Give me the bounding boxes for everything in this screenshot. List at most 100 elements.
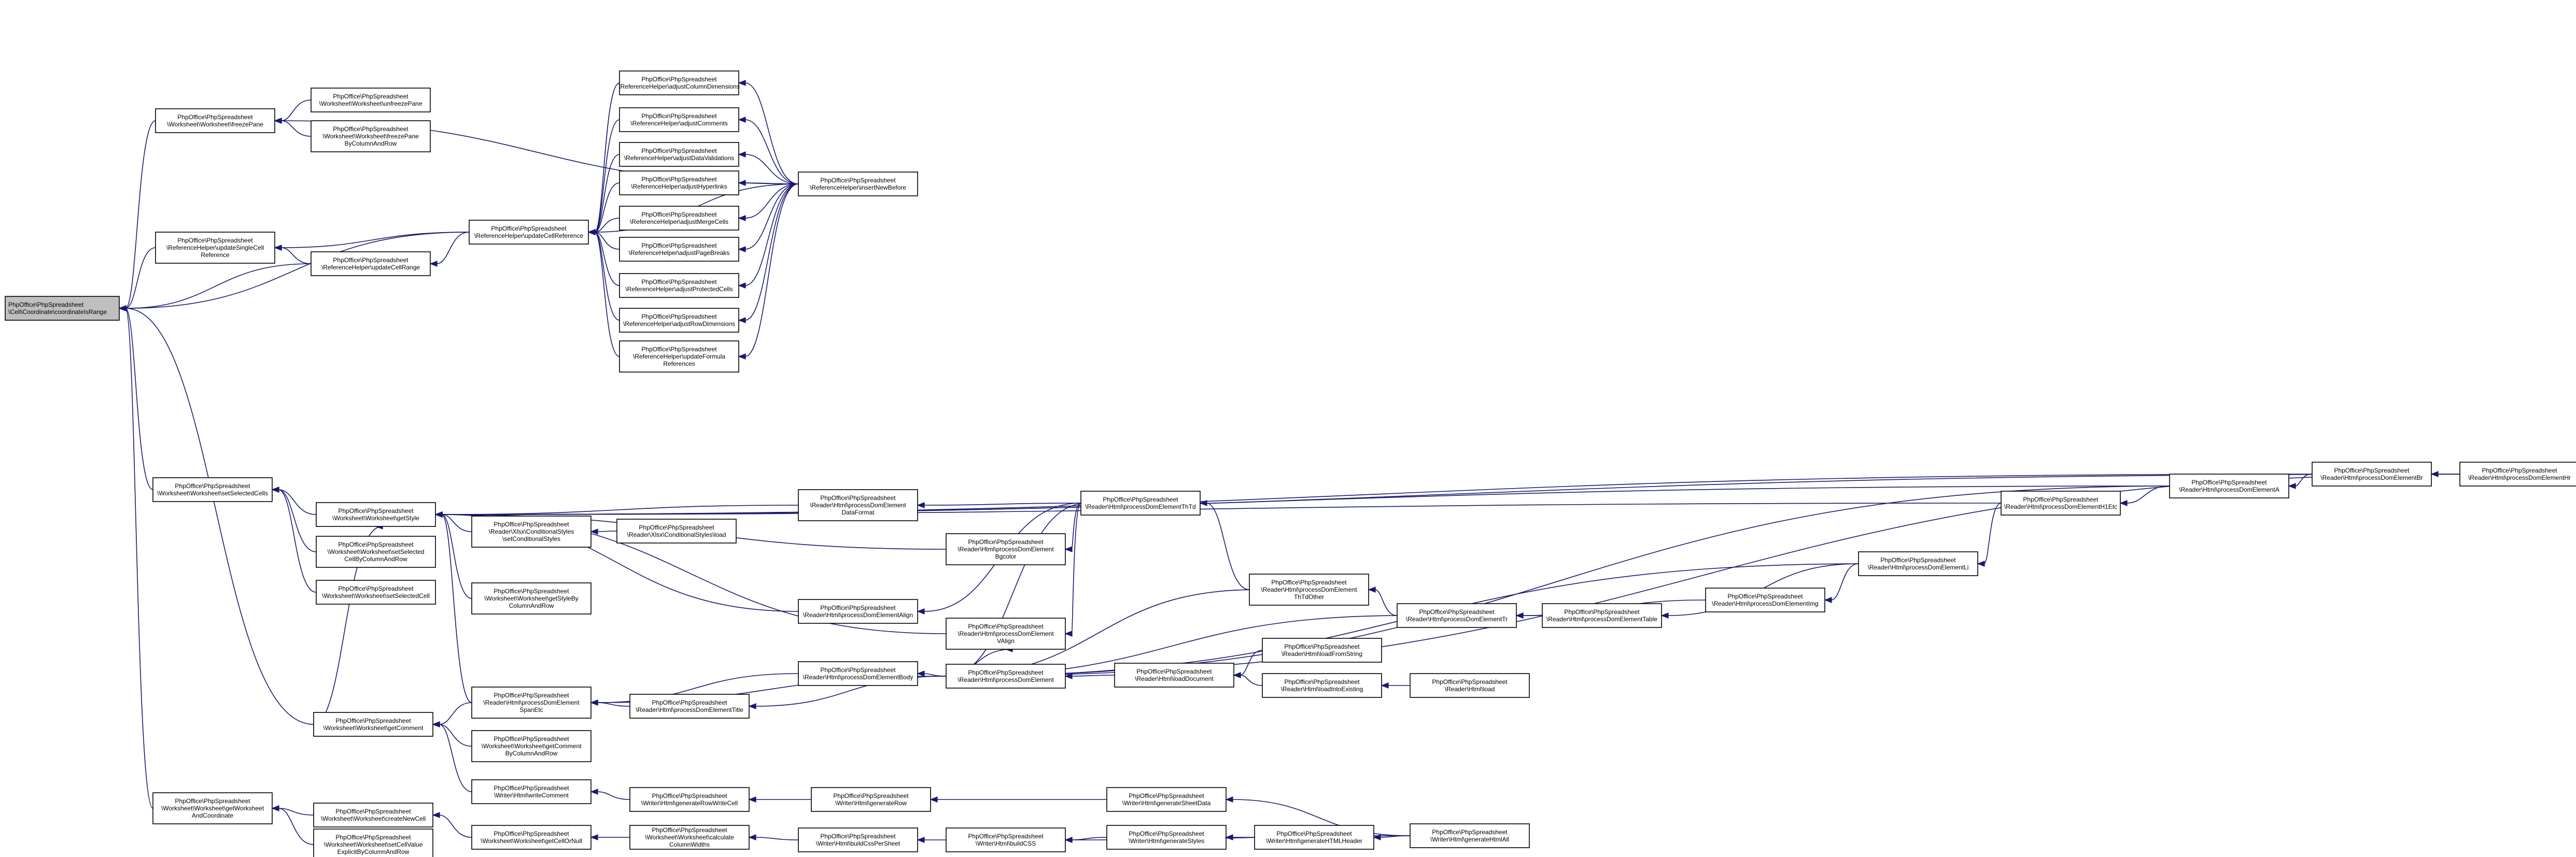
node-genRow[interactable]: PhpOffice\PhpSpreadsheet\Writer\Html\gen… — [811, 787, 931, 812]
node-label: \ReferenceHelper\adjustRowDimensions — [623, 320, 735, 327]
node-calcCol[interactable]: PhpOffice\PhpSpreadsheet\Worksheet\Works… — [629, 825, 750, 850]
node-box — [946, 664, 1066, 689]
node-domEl[interactable]: PhpOffice\PhpSpreadsheet\Reader\Html\pro… — [946, 664, 1066, 689]
node-adjColDim[interactable]: PhpOffice\PhpSpreadsheet\ReferenceHelper… — [618, 70, 740, 95]
node-writeComm[interactable]: PhpOffice\PhpSpreadsheet\Writer\Html\wri… — [471, 779, 592, 804]
edge-line — [597, 531, 617, 532]
node-label: PhpOffice\PhpSpreadsheet — [820, 833, 896, 840]
node-getStyle[interactable]: PhpOffice\PhpSpreadsheet\Worksheet\Works… — [316, 502, 436, 527]
node-table[interactable]: PhpOffice\PhpSpreadsheet\Reader\Html\pro… — [1542, 603, 1662, 628]
node-rowWrite[interactable]: PhpOffice\PhpSpreadsheet\Writer\Html\gen… — [629, 787, 750, 812]
node-adjMerge[interactable]: PhpOffice\PhpSpreadsheet\ReferenceHelper… — [619, 206, 739, 231]
edge-line — [744, 183, 799, 219]
node-spanEtc[interactable]: PhpOffice\PhpSpreadsheet\Reader\Html\pro… — [471, 687, 592, 719]
node-adjRowDim[interactable]: PhpOffice\PhpSpreadsheet\ReferenceHelper… — [619, 308, 739, 333]
node-setSelCR[interactable]: PhpOffice\PhpSpreadsheet\Worksheet\Works… — [316, 536, 436, 568]
node-condLoad[interactable]: PhpOffice\PhpSpreadsheet\Reader\Xlsx\Con… — [616, 519, 737, 544]
node-box — [629, 825, 750, 850]
node-align[interactable]: PhpOffice\PhpSpreadsheet\Reader\Html\pro… — [798, 599, 918, 624]
node-bgcolor[interactable]: PhpOffice\PhpSpreadsheet\Reader\Html\pro… — [946, 533, 1066, 565]
node-unfreeze[interactable]: PhpOffice\PhpSpreadsheet\Worksheet\Works… — [311, 88, 431, 112]
node-thTdOther[interactable]: PhpOffice\PhpSpreadsheet\Reader\Html\pro… — [1249, 574, 1369, 606]
node-loadStr[interactable]: PhpOffice\PhpSpreadsheet\Reader\Html\loa… — [1262, 638, 1382, 663]
node-adjHyp[interactable]: PhpOffice\PhpSpreadsheet\ReferenceHelper… — [619, 170, 739, 195]
edge-line — [125, 308, 314, 725]
node-getOrNull[interactable]: PhpOffice\PhpSpreadsheet\Worksheet\Works… — [471, 825, 592, 850]
node-genAll[interactable]: PhpOffice\PhpSpreadsheet\Writer\Html\gen… — [1410, 823, 1530, 848]
node-elStr[interactable]: PhpOffice\PhpSpreadsheet\Reader\Html\pro… — [1705, 588, 1825, 612]
node-label: AndCoordinate — [192, 812, 233, 819]
node-box — [629, 694, 750, 719]
call-edge — [1368, 587, 1398, 616]
node-valign[interactable]: PhpOffice\PhpSpreadsheet\Reader\Html\pro… — [946, 618, 1066, 650]
node-genHeader[interactable]: PhpOffice\PhpSpreadsheet\Writer\Html\gen… — [1254, 825, 1374, 850]
node-label: PhpOffice\PhpSpreadsheet — [494, 521, 569, 528]
node-updSingle[interactable]: PhpOffice\PhpSpreadsheet\ReferenceHelper… — [155, 232, 275, 264]
node-body[interactable]: PhpOffice\PhpSpreadsheet\Reader\Html\pro… — [798, 661, 918, 686]
node-label: \Writer\Html\buildCssPerSheet — [816, 840, 900, 847]
node-thTd[interactable]: PhpOffice\PhpSpreadsheet\Reader\Html\pro… — [1080, 491, 1201, 516]
node-dataFmt[interactable]: PhpOffice\PhpSpreadsheet\Reader\Html\pro… — [798, 489, 918, 521]
arrowhead — [590, 789, 598, 795]
node-buildPer[interactable]: PhpOffice\PhpSpreadsheet\Writer\Html\bui… — [798, 827, 918, 852]
node-adjDV[interactable]: PhpOffice\PhpSpreadsheet\ReferenceHelper… — [619, 142, 739, 167]
node-getWsCoord[interactable]: PhpOffice\PhpSpreadsheet\Worksheet\Works… — [152, 792, 273, 824]
node-label: PhpOffice\PhpSpreadsheet — [968, 833, 1044, 840]
node-getComm[interactable]: PhpOffice\PhpSpreadsheet\Worksheet\Works… — [313, 712, 433, 737]
node-label: \Worksheet\Worksheet\calculate — [645, 834, 734, 841]
edge-line — [744, 182, 799, 184]
node-elA[interactable]: PhpOffice\PhpSpreadsheet\Reader\Html\pro… — [2169, 474, 2289, 498]
node-styleByCR[interactable]: PhpOffice\PhpSpreadsheet\Worksheet\Works… — [471, 582, 592, 615]
node-h1[interactable]: PhpOffice\PhpSpreadsheet\Reader\Html\pro… — [2001, 491, 2121, 516]
node-label: PhpOffice\PhpSpreadsheet — [491, 225, 567, 232]
node-setSel[interactable]: PhpOffice\PhpSpreadsheet\Worksheet\Works… — [152, 477, 273, 502]
node-getCommCR[interactable]: PhpOffice\PhpSpreadsheet\Worksheet\Works… — [471, 730, 592, 762]
call-edge — [917, 837, 947, 843]
node-label: PhpOffice\PhpSpreadsheet — [641, 76, 717, 83]
node-label: \Reader\Html\processDomElementAlign — [803, 611, 913, 619]
node-elBr[interactable]: PhpOffice\PhpSpreadsheet\Reader\Html\pro… — [2312, 462, 2432, 487]
node-label: \Worksheet\Worksheet\getStyleBy — [484, 595, 579, 602]
node-box — [1410, 673, 1530, 698]
node-load[interactable]: PhpOffice\PhpSpreadsheet\Reader\Html\loa… — [1410, 673, 1530, 698]
node-root[interactable]: PhpOffice\PhpSpreadsheet\Cell\Coordinate… — [5, 296, 120, 321]
node-genStyles[interactable]: PhpOffice\PhpSpreadsheet\Writer\Html\gen… — [1106, 825, 1227, 850]
node-tr[interactable]: PhpOffice\PhpSpreadsheet\Reader\Html\pro… — [1397, 603, 1517, 628]
node-loadExist[interactable]: PhpOffice\PhpSpreadsheet\Reader\Html\loa… — [1262, 673, 1382, 698]
node-adjComm[interactable]: PhpOffice\PhpSpreadsheet\ReferenceHelper… — [619, 107, 739, 132]
node-label: \Worksheet\Worksheet\setSelectedCell — [322, 592, 430, 599]
edge-line — [597, 702, 630, 707]
call-edge — [271, 487, 317, 552]
node-insNew[interactable]: PhpOffice\PhpSpreadsheet\ReferenceHelper… — [798, 172, 918, 196]
call-edge — [1064, 673, 1115, 679]
node-sheetData[interactable]: PhpOffice\PhpSpreadsheet\Writer\Html\gen… — [1106, 787, 1227, 812]
node-adjProt[interactable]: PhpOffice\PhpSpreadsheet\ReferenceHelper… — [619, 273, 739, 298]
call-edge — [590, 834, 630, 840]
node-label: PhpOffice\PhpSpreadsheet — [1880, 556, 1956, 564]
node-elHr[interactable]: PhpOffice\PhpSpreadsheet\Reader\Html\pro… — [2459, 462, 2576, 487]
node-label: \ReferenceHelper\adjustMergeCells — [630, 218, 728, 225]
node-freeze[interactable]: PhpOffice\PhpSpreadsheet\Worksheet\Works… — [155, 108, 275, 133]
node-freezeCR[interactable]: PhpOffice\PhpSpreadsheet\Worksheet\Works… — [311, 120, 431, 152]
node-box — [313, 803, 433, 827]
node-updCellRef[interactable]: PhpOffice\PhpSpreadsheet\ReferenceHelper… — [469, 220, 589, 245]
node-olul[interactable]: PhpOffice\PhpSpreadsheet\Reader\Html\pro… — [1858, 551, 1978, 576]
node-loadDoc[interactable]: PhpOffice\PhpSpreadsheet\Reader\Html\loa… — [1114, 663, 1234, 688]
node-title[interactable]: PhpOffice\PhpSpreadsheet\Reader\Html\pro… — [629, 694, 750, 719]
node-box — [798, 599, 918, 624]
node-buildCss[interactable]: PhpOffice\PhpSpreadsheet\Writer\Html\bui… — [946, 827, 1066, 852]
edge-line — [439, 724, 472, 792]
node-label: \Reader\Html\processDomElementBr — [2320, 474, 2423, 481]
node-condStyles[interactable]: PhpOffice\PhpSpreadsheet\Reader\Xlsx\Con… — [471, 516, 592, 548]
node-label: \ReferenceHelper\updateFormula — [633, 353, 725, 360]
node-updForm[interactable]: PhpOffice\PhpSpreadsheet\ReferenceHelper… — [619, 340, 739, 373]
node-setExplicit[interactable]: PhpOffice\PhpSpreadsheet\Worksheet\Works… — [313, 829, 433, 857]
node-createNew[interactable]: PhpOffice\PhpSpreadsheet\Worksheet\Works… — [313, 803, 433, 827]
edge-line — [744, 119, 799, 184]
node-adjPB[interactable]: PhpOffice\PhpSpreadsheet\ReferenceHelper… — [619, 237, 739, 262]
node-updRange[interactable]: PhpOffice\PhpSpreadsheet\ReferenceHelper… — [311, 251, 431, 276]
node-label: \Worksheet\Worksheet\setSelected — [328, 548, 425, 555]
node-setSelCell[interactable]: PhpOffice\PhpSpreadsheet\Worksheet\Works… — [316, 580, 436, 605]
node-label: PhpOffice\PhpSpreadsheet — [2023, 496, 2099, 503]
